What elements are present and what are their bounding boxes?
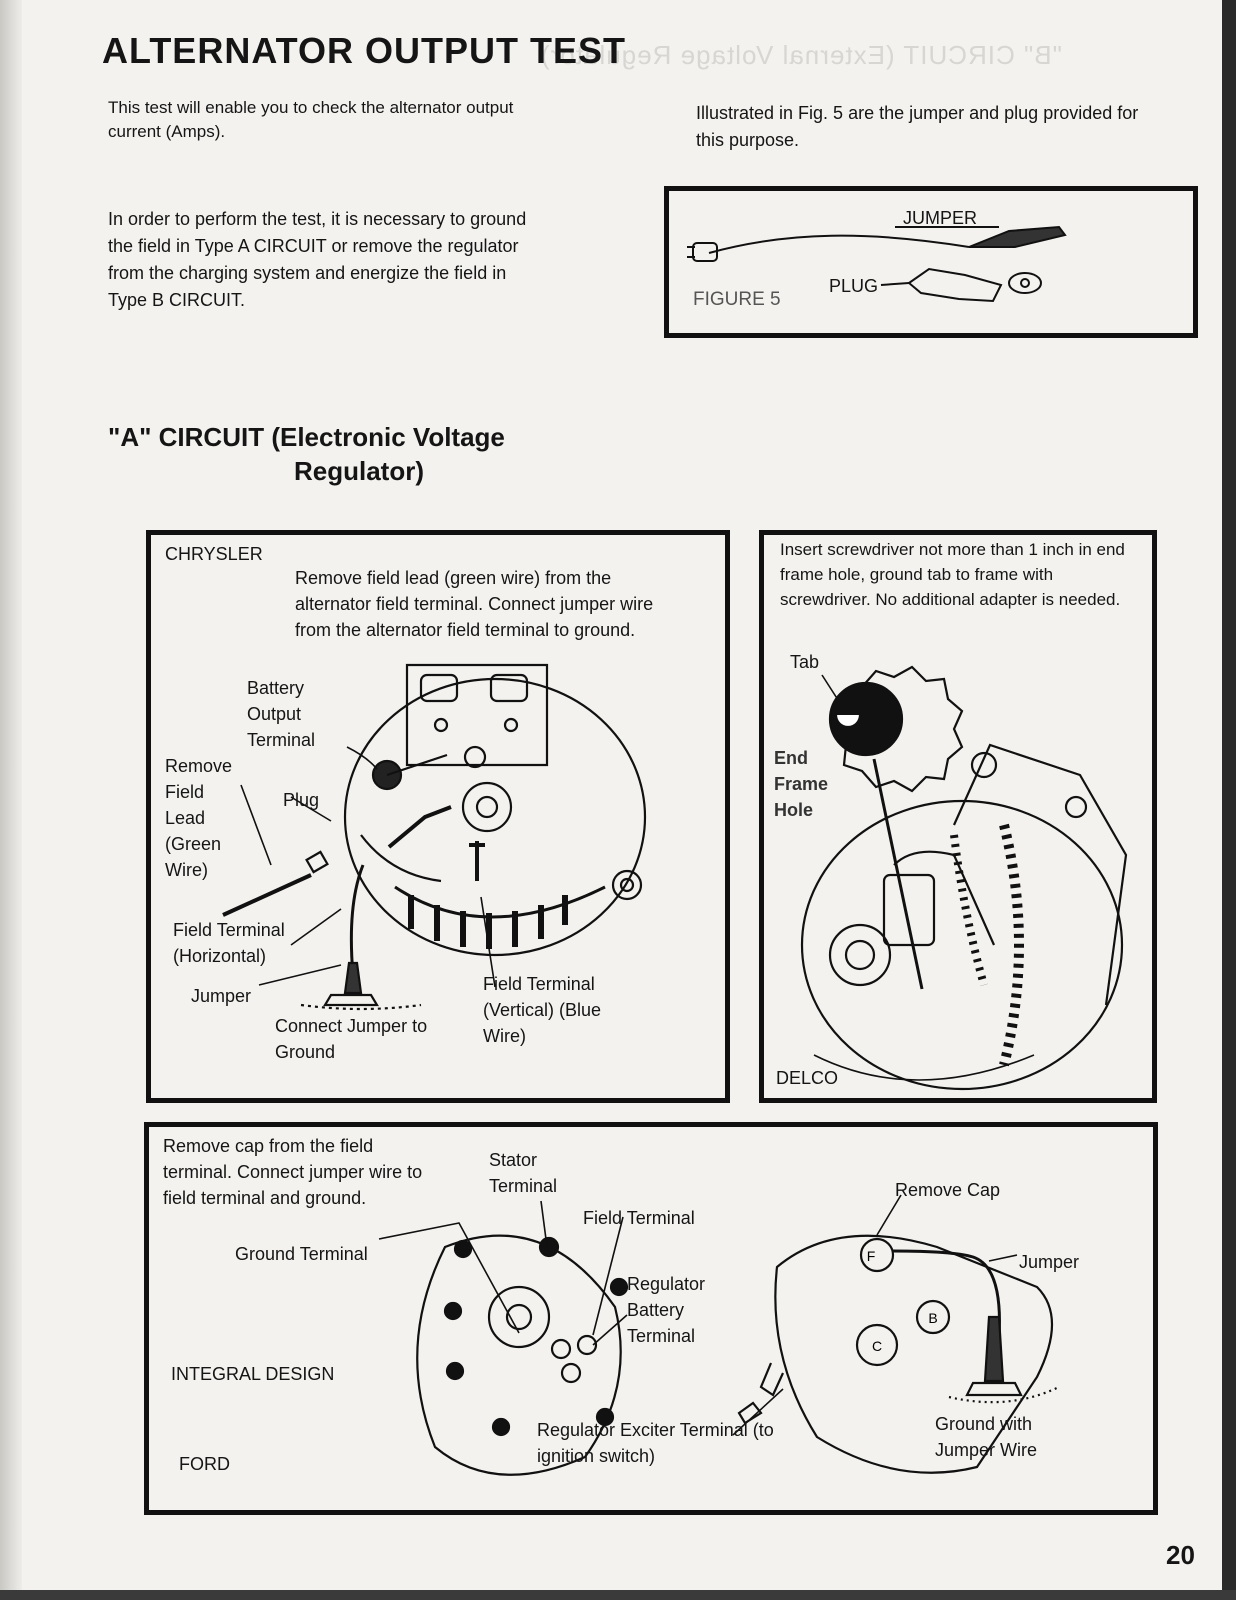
ford-design-label: INTEGRAL DESIGN: [171, 1364, 335, 1384]
ford-instruction: Remove cap from the field terminal. Conn…: [163, 1136, 423, 1208]
section-a-heading: "A" CIRCUIT (Electronic Voltage Regulato…: [108, 420, 588, 488]
figure-5-box: FIGURE 5 JUMPER PLUG: [664, 186, 1198, 338]
label-field-terminal-vertical: Field Terminal (Vertical) (Blue Wire): [483, 974, 602, 1046]
intro-paragraph-2: In order to perform the test, it is nece…: [108, 209, 527, 310]
page-title: ALTERNATOR OUTPUT TEST: [102, 30, 626, 71]
label-plug: Plug: [283, 790, 320, 810]
section-a-heading-line-2: Regulator): [294, 456, 424, 486]
ford-panel: F B C Remove cap from the field terminal…: [144, 1122, 1158, 1515]
section-a-heading-line-1: "A" CIRCUIT (Electronic Voltage: [108, 422, 505, 452]
intro-paragraph-3: Illustrated in Fig. 5 are the jumper and…: [696, 103, 1139, 150]
label-stator-terminal: Stator Terminal: [489, 1150, 558, 1196]
ford-brand: FORD: [179, 1454, 230, 1474]
page-number: 20: [1166, 1540, 1195, 1570]
label-tab: Tab: [790, 652, 820, 672]
figure-5-caption: FIGURE 5: [693, 289, 781, 310]
ford-alternator-illustration: F B C: [378, 1194, 1060, 1476]
label-ford-jumper: Jumper: [1019, 1252, 1080, 1272]
figure-5-jumper-label: JUMPER: [903, 208, 978, 228]
label-connect-jumper-to-ground: Connect Jumper to Ground: [275, 1016, 428, 1062]
terminal-f-icon: F: [867, 1248, 876, 1264]
terminal-b-icon: B: [928, 1310, 937, 1326]
label-ground-terminal: Ground Terminal: [235, 1244, 368, 1264]
chrysler-brand: CHRYSLER: [165, 544, 263, 564]
terminal-c-icon: C: [872, 1338, 882, 1354]
intro-paragraph-1: This test will enable you to check the a…: [108, 98, 514, 141]
chrysler-panel: CHRYSLER Remove field lead (green wire) …: [146, 530, 730, 1103]
delco-brand: DELCO: [776, 1068, 839, 1088]
label-end-frame-hole: End Frame Hole: [774, 748, 829, 820]
label-regulator-exciter-terminal: Regulator Exciter Terminal (to ignition …: [537, 1420, 774, 1466]
scan-edge-left: [0, 0, 22, 1600]
label-remove-field-lead: Remove Field Lead (Green Wire): [165, 756, 233, 880]
label-field-terminal-horizontal: Field Terminal (Horizontal): [173, 920, 285, 966]
delco-alternator-illustration: [800, 665, 1128, 1091]
label-remove-cap: Remove Cap: [895, 1180, 1001, 1200]
label-battery-output-terminal: Battery Output Terminal: [247, 678, 316, 750]
figure-5-plug-label: PLUG: [829, 276, 879, 296]
label-field-terminal: Field Terminal: [583, 1208, 695, 1228]
jumper-and-plug-illustration: [687, 225, 1067, 303]
label-ground-with-jumper-wire: Ground with Jumper Wire: [935, 1414, 1038, 1460]
delco-instruction: Insert screwdriver not more than 1 inch …: [780, 540, 1125, 609]
chrysler-alternator-illustration: [222, 663, 647, 1011]
label-regulator-battery-terminal: Regulator Battery Terminal: [627, 1274, 706, 1346]
scan-edge-bottom: [0, 1590, 1236, 1600]
delco-panel: Insert screwdriver not more than 1 inch …: [759, 530, 1157, 1103]
label-jumper: Jumper: [191, 986, 252, 1006]
scan-edge-right: [1222, 0, 1236, 1600]
chrysler-instruction: Remove field lead (green wire) from the …: [295, 568, 654, 640]
